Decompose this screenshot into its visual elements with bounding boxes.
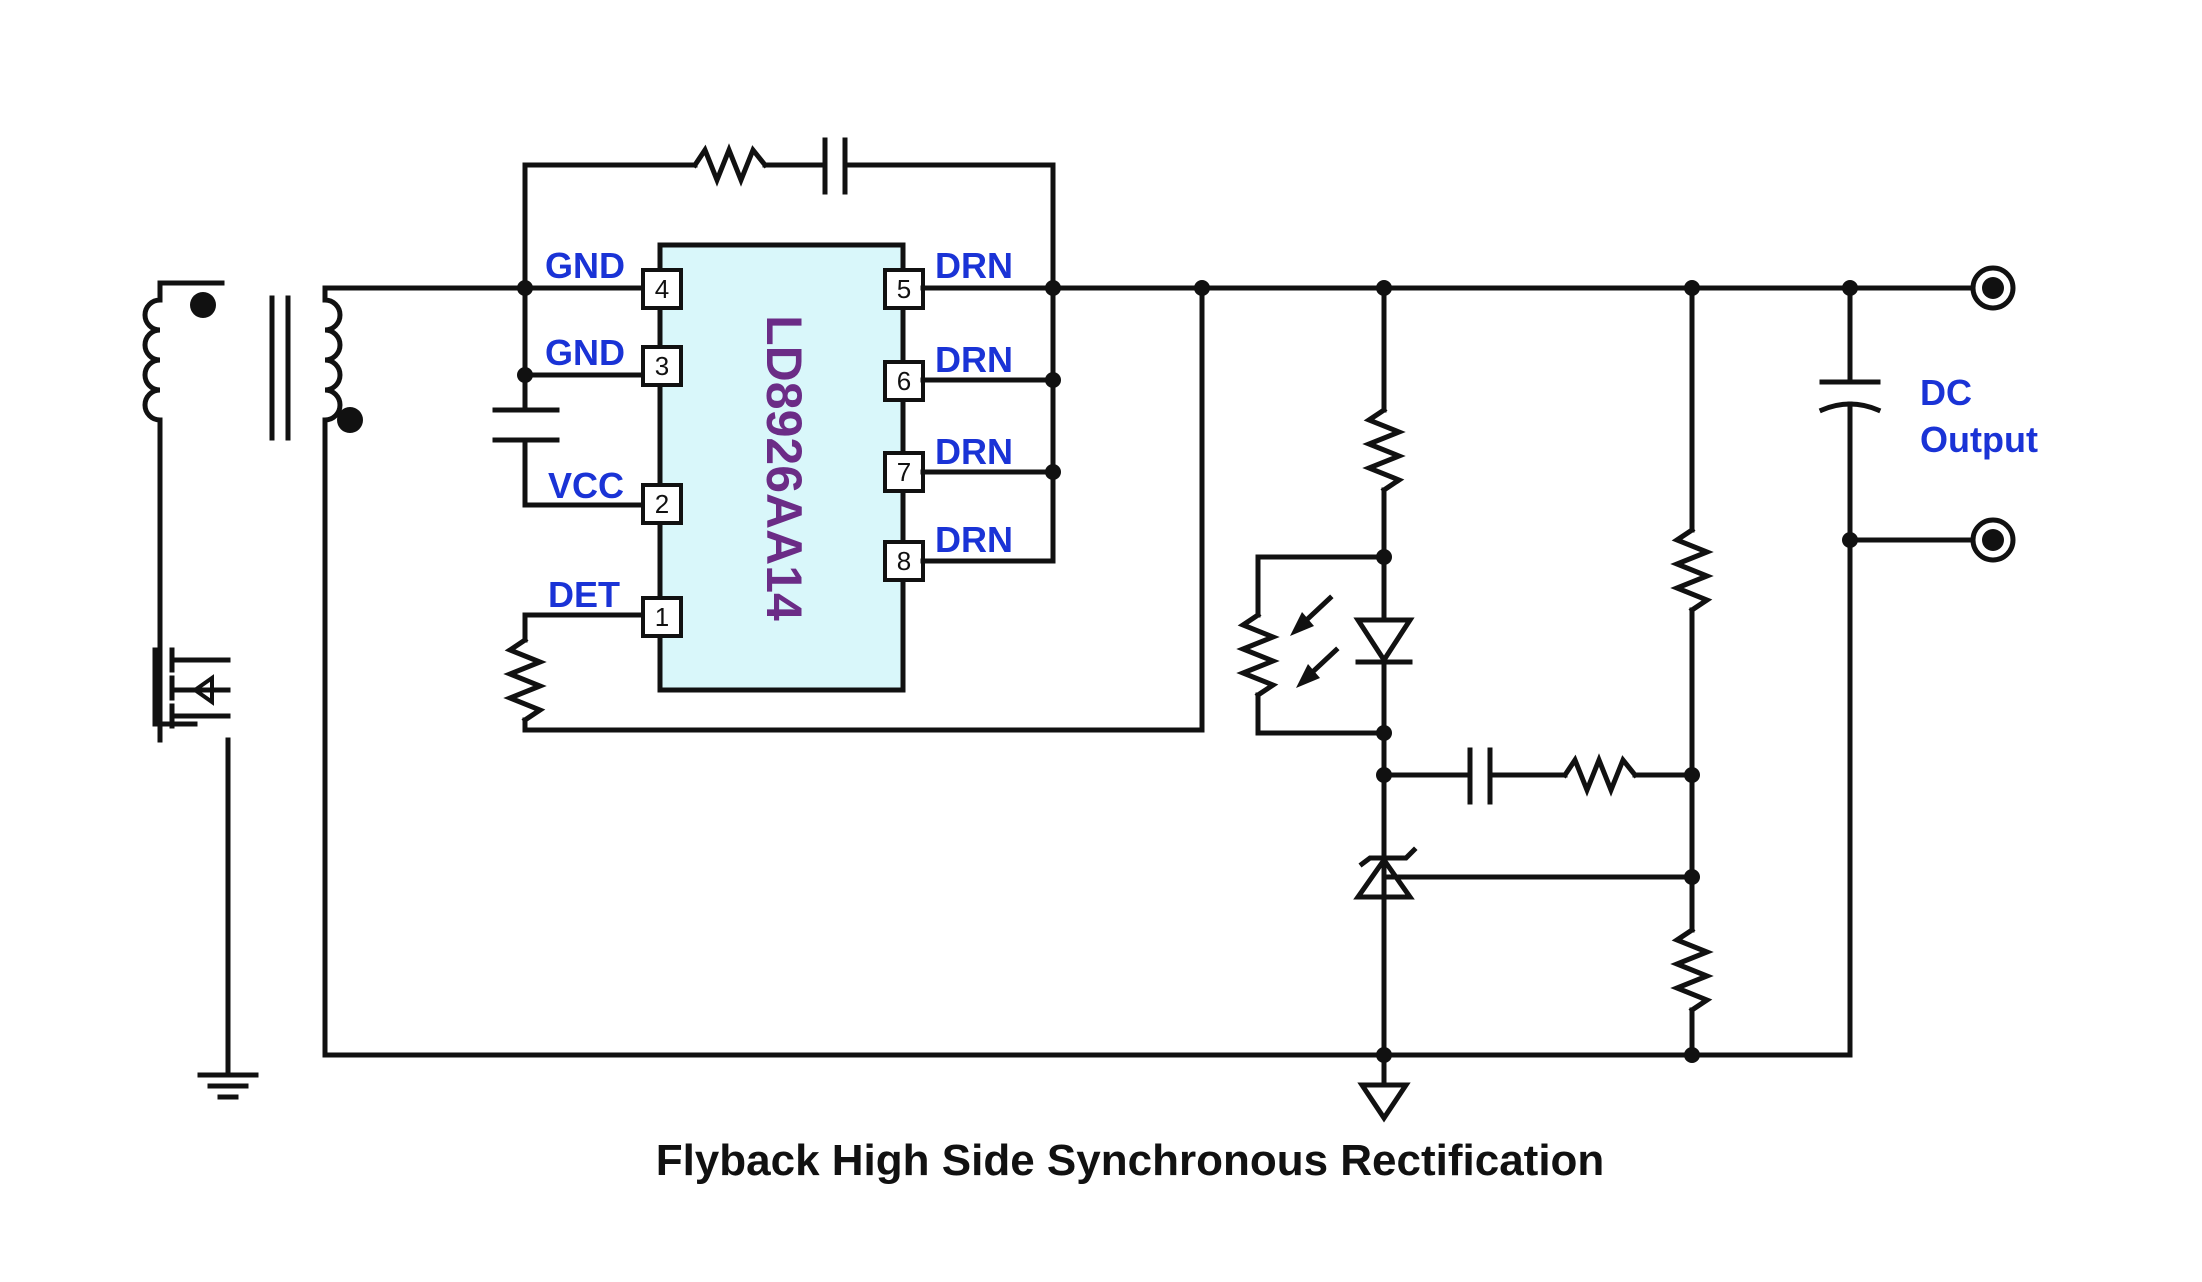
pin-6-number: 6 [897, 366, 911, 396]
pin-8-label: DRN [935, 519, 1013, 560]
output-terminal-negative [1970, 517, 2016, 563]
drain-bus [920, 285, 1056, 564]
pin-7-label: DRN [935, 431, 1013, 472]
secondary-winding [322, 285, 528, 1058]
voltage-divider [1670, 285, 1714, 1058]
pin-8-number: 8 [897, 546, 911, 576]
opto-bias-resistor [1362, 406, 1406, 494]
primary-side [142, 280, 291, 1100]
divider-lower-resistor [1670, 926, 1714, 1014]
pin-6-label: DRN [935, 339, 1013, 380]
comp-resistor [1561, 753, 1639, 797]
diagram-caption: Flyback High Side Synchronous Rectificat… [656, 1136, 1605, 1185]
pin-7-box [883, 451, 925, 493]
ground-rail [322, 537, 1980, 1058]
opto-led [1353, 617, 1415, 665]
snubber-rc [522, 137, 1056, 291]
ld8926-chip: LD8926AA14 4 3 2 1 5 6 7 8 GND GND VCC D… [545, 242, 1013, 693]
pin-2-box [641, 483, 683, 525]
pin-7-number: 7 [897, 457, 911, 487]
pin-3-box [641, 345, 683, 387]
compensation-rc [1381, 747, 1695, 805]
chip-left-wiring [492, 285, 1205, 733]
output-capacitor [1818, 285, 1882, 543]
opto-phototransistor [1236, 611, 1280, 699]
pin-5-box [883, 268, 925, 310]
primary-winding [142, 280, 163, 743]
pin-1-box [641, 596, 683, 638]
secondary-polarity-dot [337, 407, 363, 433]
pin-4-label: GND [545, 245, 625, 286]
pin-5-number: 5 [897, 274, 911, 304]
det-resistor [503, 636, 547, 724]
divider-upper-resistor [1670, 526, 1714, 614]
pin-6-box [883, 360, 925, 402]
pin-3-label: GND [545, 332, 625, 373]
pin-3-number: 3 [655, 351, 669, 381]
junction-dots [517, 280, 1858, 1063]
primary-ground-symbol [197, 737, 259, 1100]
pin-4-number: 4 [655, 274, 669, 304]
pin-1-number: 1 [655, 602, 669, 632]
dc-output-label-line2: Output [1920, 419, 2038, 460]
pin-5-label: DRN [935, 245, 1013, 286]
optocoupler-branch [1236, 285, 1415, 1058]
dc-output-label-line1: DC [1920, 372, 1972, 413]
primary-mosfet [152, 647, 231, 729]
pin-2-number: 2 [655, 489, 669, 519]
secondary-ground-symbol [1357, 1052, 1411, 1123]
pin-4-box [641, 268, 683, 310]
chip-name: LD8926AA14 [756, 315, 812, 621]
shunt-regulator [1353, 846, 1695, 900]
output-terminal-positive [1970, 265, 2016, 311]
primary-polarity-dot [190, 292, 216, 318]
pin-2-label: VCC [548, 465, 624, 506]
snubber-resistor [691, 143, 769, 187]
pin-1-label: DET [548, 574, 620, 615]
chip-body [657, 242, 906, 693]
